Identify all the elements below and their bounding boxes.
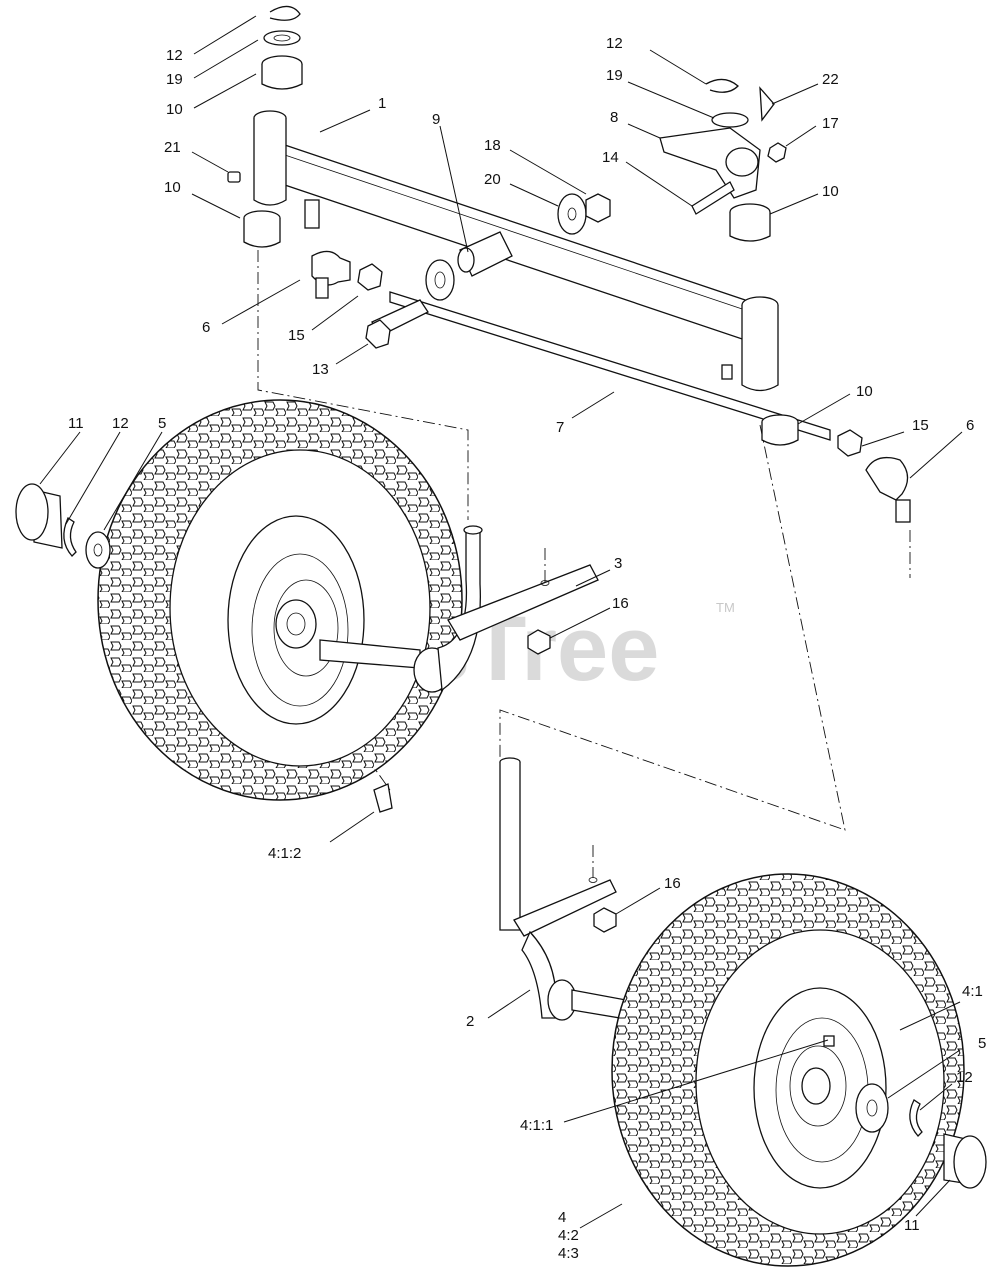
- callout-16: 16: [664, 875, 681, 892]
- callout-21: 21: [164, 139, 181, 156]
- callout-6: 6: [202, 319, 210, 336]
- callout-16: 16: [612, 595, 629, 612]
- callout-5: 5: [158, 415, 166, 432]
- callout-14: 14: [602, 149, 619, 166]
- callout-19: 19: [166, 71, 183, 88]
- callout-18: 18: [484, 137, 501, 154]
- washer-nut-set: [557, 193, 611, 235]
- callout-4-1-1: 4:1:1: [520, 1117, 553, 1134]
- callout-8: 8: [610, 109, 618, 126]
- left-spindle: [319, 525, 599, 693]
- callout-11: 11: [904, 1217, 920, 1234]
- callout-22: 22: [822, 71, 839, 88]
- callout-11: 11: [68, 415, 84, 432]
- callout-12: 12: [166, 47, 183, 64]
- callout-3: 3: [614, 555, 622, 572]
- callout-20: 20: [484, 171, 501, 188]
- callout-10: 10: [166, 101, 183, 118]
- callout-4-3: 4:3: [558, 1245, 579, 1262]
- callout-15: 15: [912, 417, 929, 434]
- callout-10: 10: [822, 183, 839, 200]
- callout-5: 5: [978, 1035, 986, 1052]
- callout-10: 10: [856, 383, 873, 400]
- callout-12: 12: [956, 1069, 973, 1086]
- callout-9: 9: [432, 111, 440, 128]
- callout-2: 2: [466, 1013, 474, 1030]
- steering-arm: [659, 78, 787, 242]
- callout-19: 19: [606, 67, 623, 84]
- callout-17: 17: [822, 115, 839, 132]
- callout-15: 15: [288, 327, 305, 344]
- watermark-trademark: TM: [716, 600, 735, 615]
- axle-beam: [227, 110, 779, 392]
- callout-12: 12: [112, 415, 129, 432]
- callout-13: 13: [312, 361, 329, 378]
- tie-rod: [311, 231, 911, 523]
- callout-10: 10: [164, 179, 181, 196]
- callout-4-1-2: 4:1:2: [268, 845, 301, 862]
- right-wheel: [611, 873, 987, 1267]
- callout-4-2: 4:2: [558, 1227, 579, 1244]
- left-wheel: [15, 399, 463, 813]
- callout-1: 1: [378, 95, 386, 112]
- leader-lines: [39, 15, 963, 1229]
- callout-7: 7: [556, 419, 564, 436]
- callout-4-1: 4:1: [962, 983, 983, 1000]
- callout-12: 12: [606, 35, 623, 52]
- callout-6: 6: [966, 417, 974, 434]
- callout-labels: 12 19 10 1 21 10 9 18 20 12 19 22 8 17 1…: [68, 35, 986, 1262]
- upper-left-hardware: [243, 5, 303, 248]
- callout-4: 4: [558, 1209, 566, 1226]
